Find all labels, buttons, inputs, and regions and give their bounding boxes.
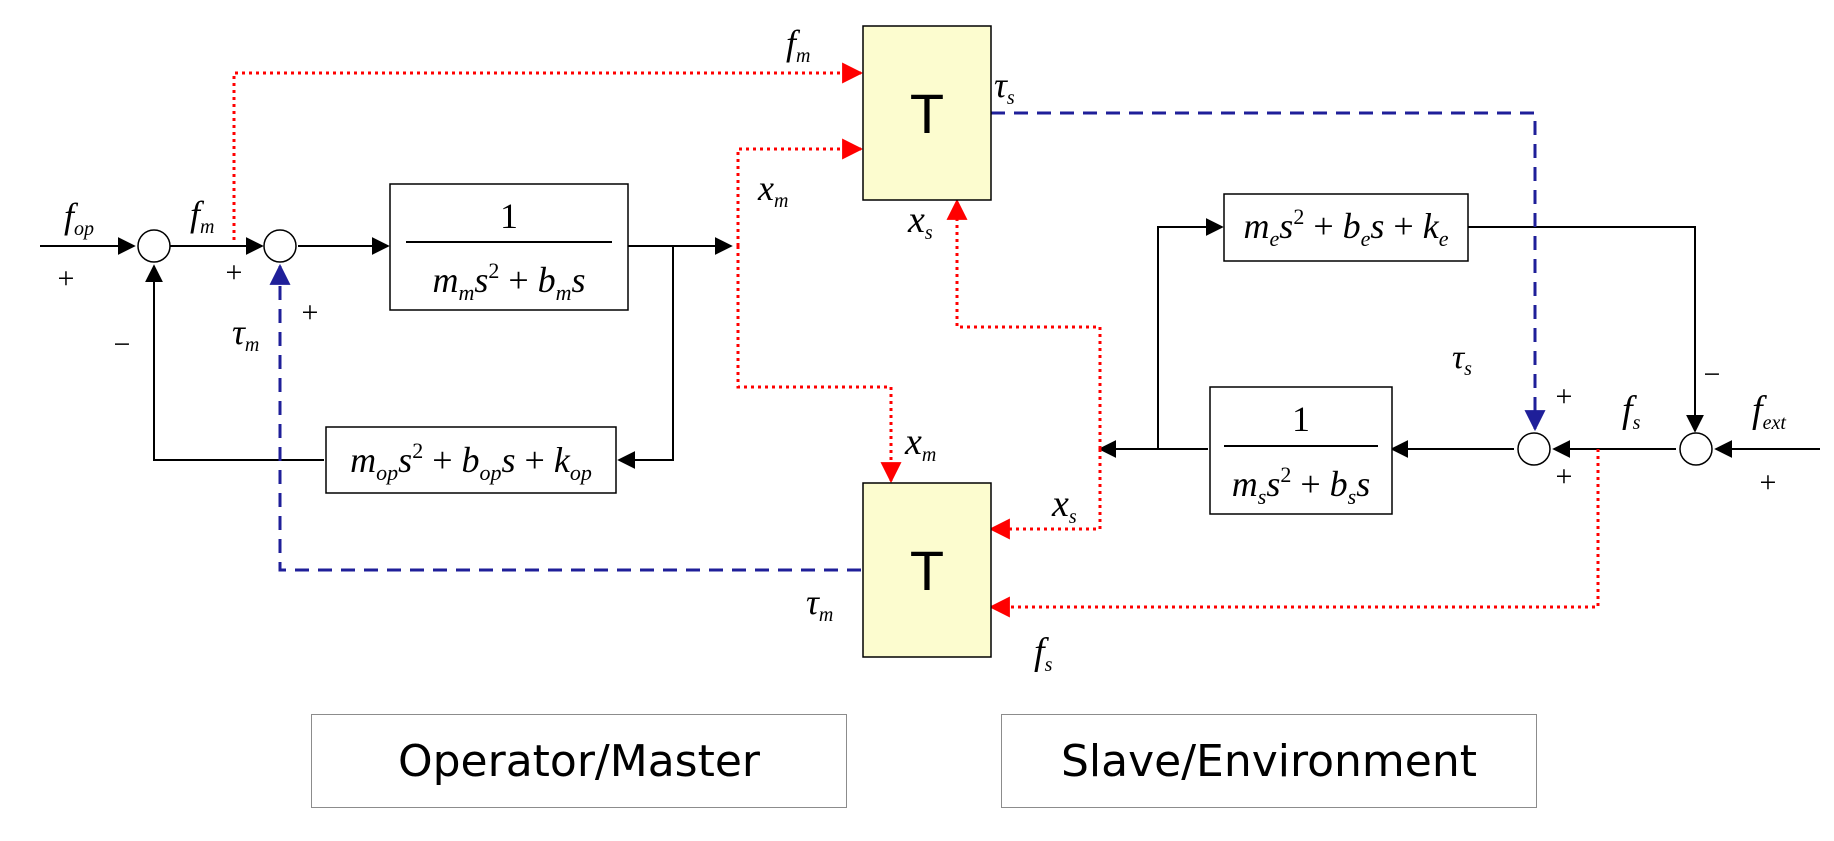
label-tau-m-bottom: τm [806, 582, 833, 626]
legend-slave-environment: Slave/Environment [1001, 714, 1537, 808]
master-plant-denominator: mms2 + bms [432, 258, 585, 305]
sum-junction-slave [1517, 432, 1551, 466]
sign-plus-fs: + [1556, 460, 1573, 493]
t-block-bottom: T [862, 482, 992, 658]
label-tau-m-left: τm [232, 312, 259, 356]
label-f-s-bottom: fs [1034, 631, 1053, 676]
sum-junction-env [1679, 432, 1713, 466]
wire-op-feedback-in [617, 246, 674, 469]
t-block-bottom-label: T [910, 539, 944, 602]
environment-dynamics-block: mes2 + bes + ke [1223, 193, 1469, 262]
wire-to-env [1157, 218, 1224, 449]
slave-plant-denominator: mss2 + bss [1232, 462, 1370, 509]
sum-junction-master [263, 229, 297, 263]
xm-to-t-top [736, 138, 864, 246]
fs-to-t-bottom [988, 449, 1600, 618]
tau-s-signal [991, 111, 1546, 432]
label-f-ext: fext [1752, 389, 1786, 434]
label-x-s-bottom: xs [1051, 483, 1077, 528]
xs-to-t-top [946, 198, 1102, 449]
black-wires [40, 218, 1820, 469]
label-f-s-right: fs [1622, 389, 1641, 434]
master-plant-block: 1 mms2 + bms [389, 183, 629, 311]
legend-operator-master: Operator/Master [311, 714, 847, 808]
xm-to-t-bottom [736, 246, 902, 484]
operator-dynamics-expression: mops2 + bops + kop [350, 438, 592, 485]
label-x-m-bottom: xm [904, 421, 936, 466]
label-x-s-top: xs [907, 199, 933, 244]
sign-minus-operator: − [114, 328, 131, 361]
variable-labels: fop fm fm τm xm τs xs τs fs fext xm xs τ… [64, 23, 1786, 676]
sign-plus-fext: + [1760, 466, 1777, 499]
label-tau-s-top: τs [994, 65, 1015, 109]
sum-junction-operator [137, 229, 171, 263]
red-signals [232, 62, 1600, 618]
label-x-m-top: xm [757, 168, 788, 212]
sign-plus-tau-s: + [1556, 380, 1573, 413]
sign-plus-fop: + [58, 262, 75, 295]
legend-slave-environment-label: Slave/Environment [1060, 735, 1477, 787]
wire-env-out [1468, 226, 1704, 433]
junction-signs: + − + + + + − + [58, 256, 1777, 499]
wire-op-feedback-out [145, 264, 324, 461]
label-f-op: fop [64, 196, 94, 240]
summing-junctions [137, 229, 1713, 466]
t-block-top-label: T [910, 82, 944, 145]
operator-dynamics-block: mops2 + bops + kop [325, 426, 617, 494]
xs-to-t-bottom [988, 449, 1102, 540]
environment-dynamics-expression: mes2 + bes + ke [1244, 204, 1449, 251]
master-plant-numerator: 1 [500, 196, 518, 236]
sign-minus-env: − [1704, 358, 1721, 391]
label-tau-s-right: τs [1452, 339, 1472, 380]
label-f-m-top: fm [786, 23, 810, 67]
sign-plus-fm: + [226, 256, 243, 289]
slave-plant-numerator: 1 [1292, 399, 1310, 439]
slave-plant-block: 1 mss2 + bss [1209, 386, 1393, 515]
legend-operator-master-label: Operator/Master [397, 735, 761, 787]
tau-m-signal [269, 263, 861, 572]
blue-signals [269, 111, 1546, 572]
label-f-m-left: fm [190, 194, 214, 238]
t-block-top: T [862, 25, 992, 201]
sign-plus-tau-m: + [302, 296, 319, 329]
